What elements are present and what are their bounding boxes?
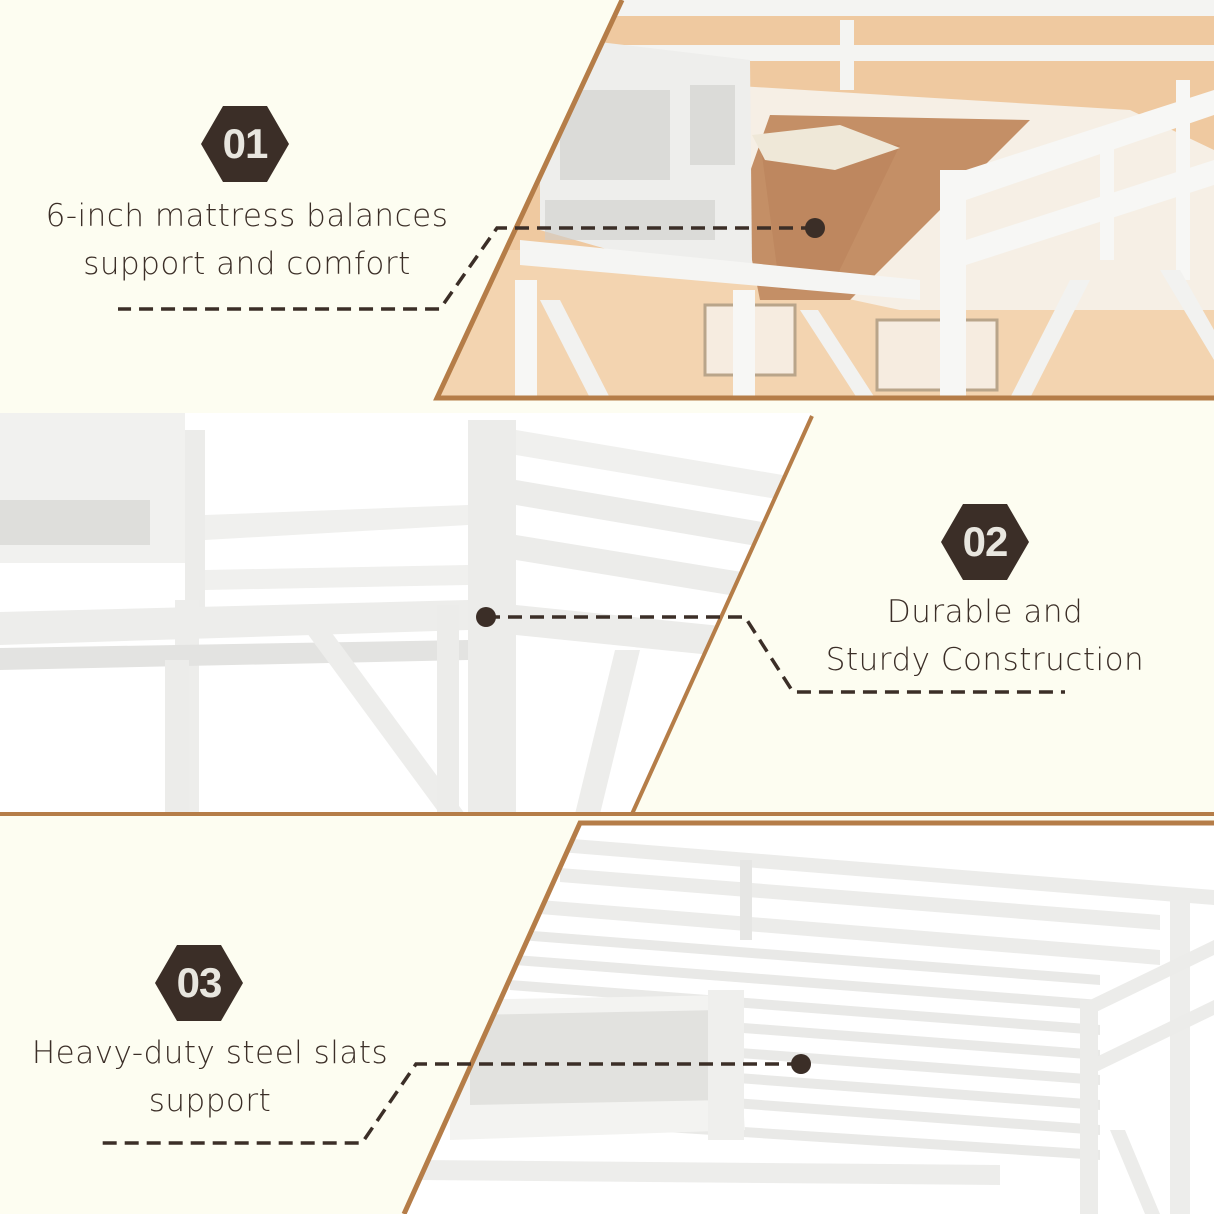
feature-2-badge-number: 02	[962, 518, 1009, 565]
feature-1-caption-line2: support and comfort	[83, 246, 411, 282]
feature-1-caption-line1: 6-inch mattress balances	[45, 198, 449, 234]
feature-3-badge: 03	[155, 945, 243, 1021]
feature-3-caption-line2: support	[148, 1083, 272, 1119]
feature-3-caption: Heavy-duty steel slats support	[0, 1029, 420, 1125]
connector-1	[118, 218, 825, 311]
feature-3-badge-number: 03	[176, 959, 223, 1006]
feature-1-caption: 6-inch mattress balances support and com…	[0, 192, 494, 288]
feature-1-badge-number: 01	[222, 120, 269, 167]
feature-2-caption: Durable and Sturdy Construction	[790, 588, 1180, 684]
feature-2-badge: 02	[941, 504, 1029, 580]
feature-2-caption-line1: Durable and	[886, 594, 1084, 630]
connector-3	[100, 1054, 811, 1145]
feature-3-caption-line1: Heavy-duty steel slats	[31, 1035, 389, 1071]
feature-2-caption-line2: Sturdy Construction	[825, 642, 1145, 678]
connector-2	[476, 607, 1065, 694]
